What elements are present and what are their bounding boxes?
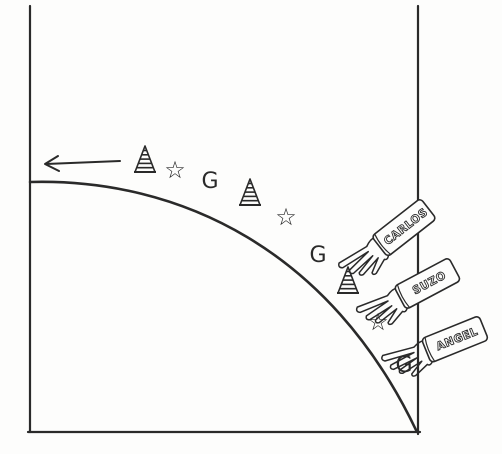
letter-g-glyph: G — [309, 243, 326, 268]
star-icon: ☆ — [275, 203, 297, 231]
tree-icon — [239, 179, 261, 205]
curved-arc — [30, 182, 416, 430]
symbol-sequence: ☆G☆G☆G — [134, 146, 413, 378]
left-arrow — [45, 156, 120, 171]
tree-icon — [134, 146, 156, 172]
star-icon: ☆ — [164, 156, 186, 184]
letter-g-glyph: G — [201, 169, 218, 194]
